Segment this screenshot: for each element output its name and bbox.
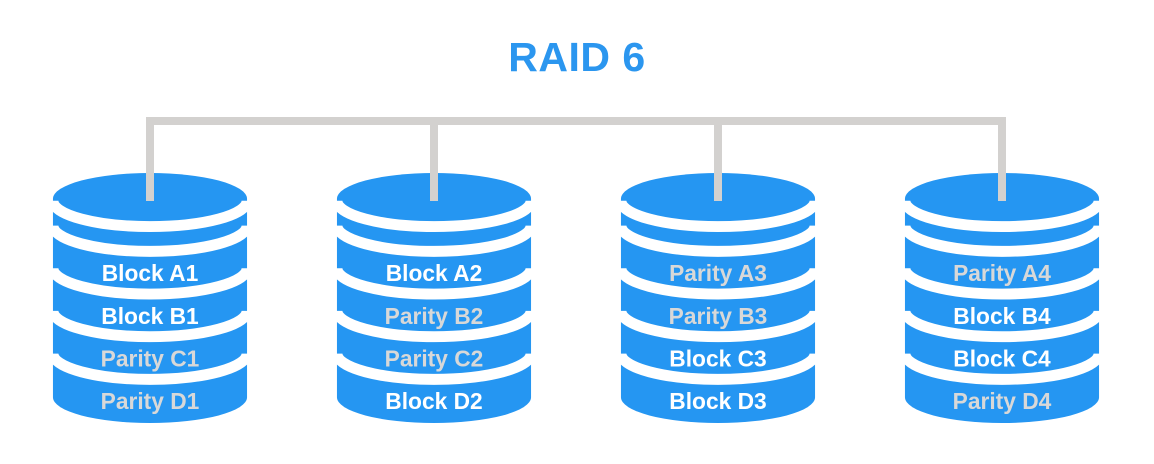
slot-label: Block C3 [669, 345, 766, 371]
disk-band-separator [617, 267, 819, 300]
slot-label: Parity A3 [669, 260, 767, 286]
slot-label: Block C4 [953, 345, 1051, 371]
disk-band-separator [617, 310, 819, 343]
disk-band-separator [49, 199, 251, 233]
disk-band-separator [49, 310, 251, 343]
disk-band-separator [333, 224, 535, 257]
slot-label: Block B4 [953, 303, 1051, 329]
slot-label: Parity D1 [101, 388, 200, 414]
disk-band-separator [333, 267, 535, 300]
slot-label: Parity C1 [101, 345, 200, 371]
disk3-connector-stub [714, 117, 722, 201]
disk-cylinder-3: Parity A3 Parity B3 Block C3 Block D3 [617, 172, 819, 424]
disk-band-separator [617, 199, 819, 233]
slot-label: Block A1 [102, 260, 199, 286]
disk-band-separator [901, 224, 1103, 257]
slot-label: Parity A4 [953, 260, 1051, 286]
disk-band-separator [333, 352, 535, 385]
disk-band-separator [333, 310, 535, 343]
disk2-connector-stub [430, 117, 438, 201]
disk-cylinder-1: Block A1 Block B1 Parity C1 Parity D1 [49, 172, 251, 424]
disk-band-separator [49, 267, 251, 300]
diagram-title: RAID 6 [508, 34, 646, 80]
disk-cylinder-4: Parity A4 Block B4 Block C4 Parity D4 [901, 172, 1103, 424]
disk1-connector-stub [146, 117, 154, 201]
slot-label: Parity D4 [953, 388, 1052, 414]
disk-band-separator [49, 224, 251, 257]
disk4-connector-stub [998, 117, 1006, 201]
slot-label: Parity B2 [385, 303, 484, 329]
disk-cylinder-2: Block A2 Parity B2 Parity C2 Block D2 [333, 172, 535, 424]
slot-label: Parity B3 [669, 303, 768, 329]
slot-label: Block D3 [669, 388, 766, 414]
slot-label: Parity C2 [385, 345, 484, 371]
disk-band-separator [49, 352, 251, 385]
slot-label: Block D2 [385, 388, 482, 414]
disk-band-separator [333, 199, 535, 233]
disk-band-separator [901, 310, 1103, 343]
disk-band-separator [617, 224, 819, 257]
disk-band-separator [901, 267, 1103, 300]
disk-band-separator [617, 352, 819, 385]
slot-label: Block B1 [101, 303, 199, 329]
slot-label: Block A2 [386, 260, 483, 286]
bus-connector-line [146, 117, 1006, 125]
disk-band-separator [901, 352, 1103, 385]
disk-band-separator [901, 199, 1103, 233]
